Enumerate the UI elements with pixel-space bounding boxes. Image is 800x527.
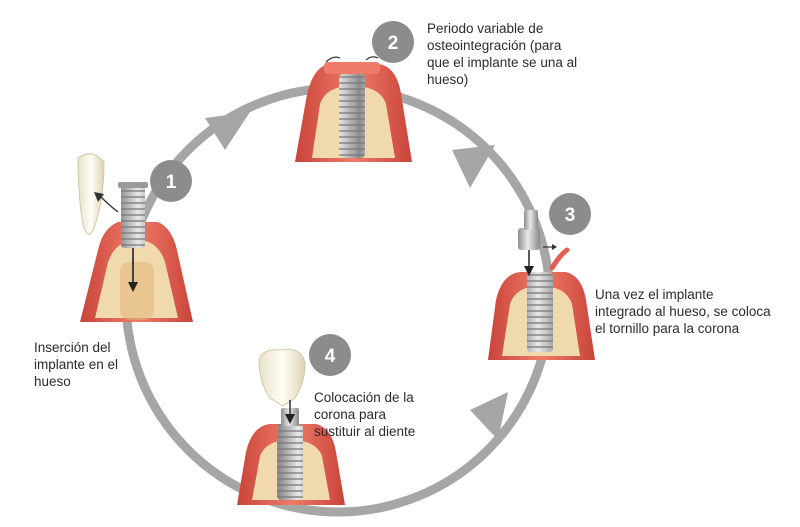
cycle-arrow-top-left <box>205 112 250 150</box>
step-3-caption: Una vez el implante integrado al hueso, … <box>595 287 771 336</box>
step-2-number: 2 <box>388 33 399 54</box>
step-1-caption: Inserción del implante en el hueso <box>34 340 119 389</box>
step-2-badge: 2 <box>372 21 414 63</box>
step-1-badge: 1 <box>150 160 192 202</box>
step-4-caption: Colocación de la corona para sustituir a… <box>314 390 416 439</box>
step-3-number: 3 <box>565 205 576 226</box>
cycle-arrow-bottom-right <box>470 392 508 440</box>
step-3-badge: 3 <box>549 193 591 235</box>
step-1-number: 1 <box>166 172 177 193</box>
step-4-illustration <box>237 348 345 505</box>
step-4-badge: 4 <box>309 334 351 376</box>
step-4-number: 4 <box>325 346 336 367</box>
step-1-illustration <box>77 153 193 322</box>
step-2-caption: Periodo variable de osteointegración (pa… <box>427 21 578 87</box>
step-2-illustration <box>295 56 412 162</box>
cycle-arrow-top-right <box>452 145 495 188</box>
step-3-illustration <box>488 210 595 360</box>
